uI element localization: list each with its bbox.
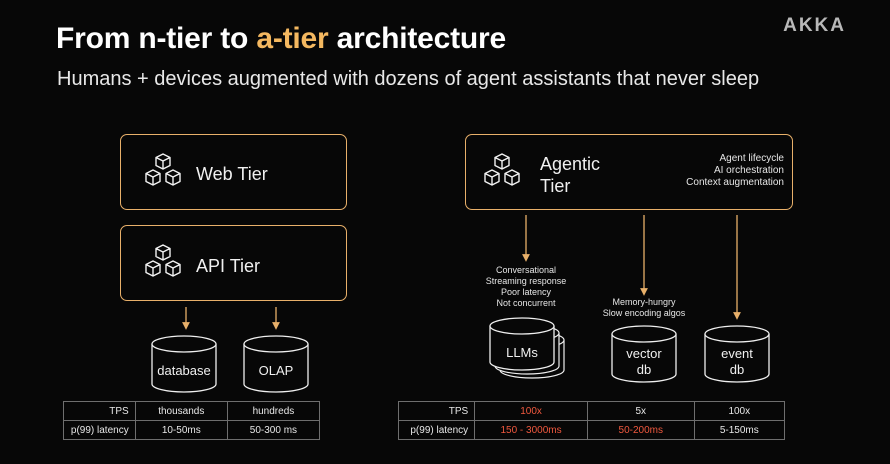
table-cell: 10-50ms xyxy=(134,420,228,440)
table-cell: thousands xyxy=(134,401,228,421)
event-db-cylinder xyxy=(704,325,770,383)
agentic-tier-box: Agentic Tier Agent lifecycle AI orchestr… xyxy=(465,134,793,210)
left-metrics-table: TPS thousands hundreds p(99) latency 10-… xyxy=(63,401,321,440)
page-subtitle: Humans + devices augmented with dozens o… xyxy=(57,68,760,90)
table-row: p(99) latency 150 - 3000ms 50-200ms 5-15… xyxy=(397,420,786,440)
vector-db-cylinder xyxy=(611,325,677,383)
akka-logo: AKKA xyxy=(783,15,846,36)
vector-db-label: vector db xyxy=(626,346,662,377)
right-metrics-table: TPS 100x 5x 100x p(99) latency 150 - 300… xyxy=(397,401,786,440)
table-cell: 5x xyxy=(586,401,695,421)
database-label: database xyxy=(157,363,211,378)
llms-label: LLMs xyxy=(506,345,538,360)
table-cell: 50-300 ms xyxy=(226,420,321,440)
table-cell: 50-200ms xyxy=(586,420,695,440)
agentic-tier-notes: Agent lifecycle AI orchestration Context… xyxy=(686,153,784,188)
api-tier-box: API Tier xyxy=(120,225,347,301)
database-cylinder xyxy=(151,335,217,393)
row-label: p(99) latency xyxy=(397,420,476,440)
vector-notes: Memory-hungry Slow encoding algos xyxy=(602,297,686,318)
table-cell: 100x xyxy=(693,401,786,421)
table-cell: hundreds xyxy=(226,401,321,421)
page-title: From n-tier to a-tier architecture xyxy=(56,22,506,55)
table-cell: 5-150ms xyxy=(693,420,786,440)
web-tier-label: Web Tier xyxy=(196,164,268,184)
table-row: TPS thousands hundreds xyxy=(63,401,321,421)
table-cell: 150 - 3000ms xyxy=(474,420,588,440)
web-tier-box: Web Tier xyxy=(120,134,347,210)
llm-notes: Conversational Streaming response Poor l… xyxy=(485,265,567,308)
llms-cylinder-stack xyxy=(489,317,565,379)
title-highlight: a-tier xyxy=(256,22,329,55)
row-label: TPS xyxy=(63,401,136,421)
table-cell: 100x xyxy=(474,401,588,421)
row-label: p(99) latency xyxy=(63,420,136,440)
event-db-label: event db xyxy=(721,346,753,377)
table-row: p(99) latency 10-50ms 50-300 ms xyxy=(63,420,321,440)
cubes-icon xyxy=(478,150,526,196)
row-label: TPS xyxy=(397,401,476,421)
olap-label: OLAP xyxy=(258,363,294,378)
table-row: TPS 100x 5x 100x xyxy=(397,401,786,421)
api-tier-label: API Tier xyxy=(196,256,261,276)
agentic-tier-label: Agentic Tier xyxy=(540,154,601,196)
olap-cylinder xyxy=(243,335,309,393)
